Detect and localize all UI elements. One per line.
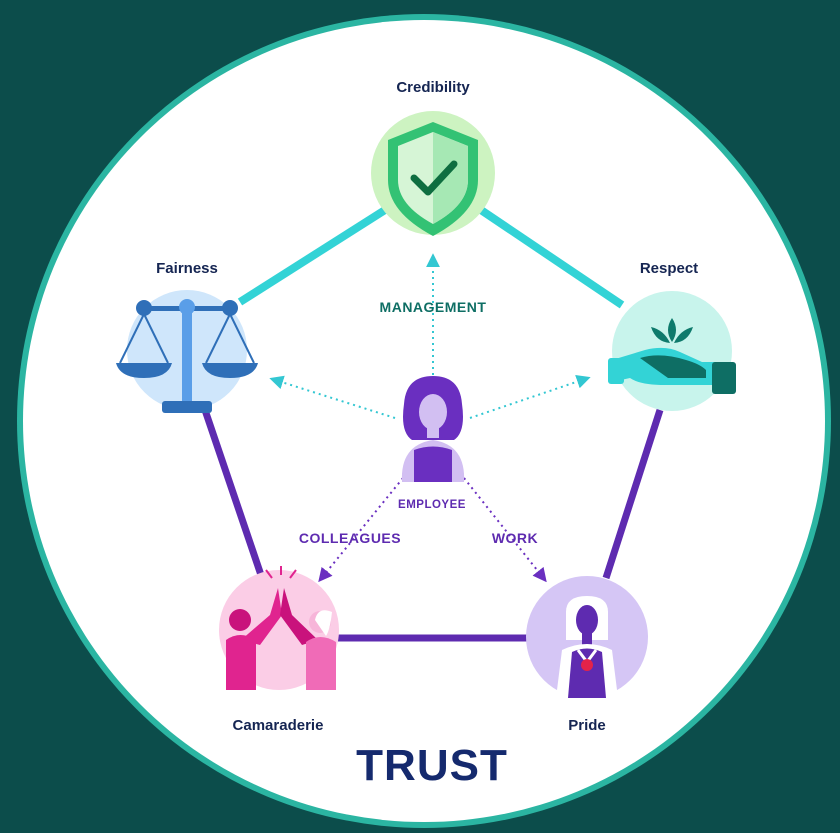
hands-lotus-icon bbox=[608, 318, 736, 394]
pride-label: Pride bbox=[568, 717, 606, 734]
arrow-respect bbox=[469, 374, 591, 419]
camaraderie-label: Camaraderie bbox=[233, 717, 324, 734]
respect-label: Respect bbox=[640, 260, 698, 277]
credibility-label: Credibility bbox=[396, 79, 470, 96]
employee-label: EMPLOYEE bbox=[398, 499, 466, 511]
node-pride: Pride bbox=[526, 576, 648, 734]
work-label: WORK bbox=[492, 530, 538, 546]
node-fairness: Fairness bbox=[116, 260, 258, 413]
edge-credibility-respect bbox=[475, 204, 625, 309]
relation-arrows bbox=[269, 253, 591, 583]
arrow-work bbox=[463, 477, 547, 583]
employee-center: EMPLOYEE bbox=[398, 376, 466, 511]
node-credibility: Credibility bbox=[371, 79, 495, 236]
colleagues-label: COLLEAGUES bbox=[299, 530, 401, 546]
balance-scale-icon bbox=[116, 299, 258, 413]
trust-title: TRUST bbox=[356, 741, 508, 790]
shield-check-icon bbox=[388, 122, 478, 236]
medal-person-icon bbox=[556, 596, 618, 698]
node-respect: Respect bbox=[608, 260, 736, 411]
edge-fairness-camaraderie bbox=[201, 408, 266, 580]
edge-credibility-fairness bbox=[237, 206, 388, 306]
employee-icon bbox=[401, 376, 465, 482]
high-five-icon bbox=[226, 566, 336, 690]
arrow-colleagues bbox=[318, 477, 404, 583]
fairness-label: Fairness bbox=[156, 260, 218, 277]
node-camaraderie: Camaraderie bbox=[219, 566, 339, 734]
edge-respect-pride bbox=[602, 408, 664, 580]
management-label: MANAGEMENT bbox=[380, 299, 487, 315]
pentagon-edges bbox=[201, 204, 664, 642]
